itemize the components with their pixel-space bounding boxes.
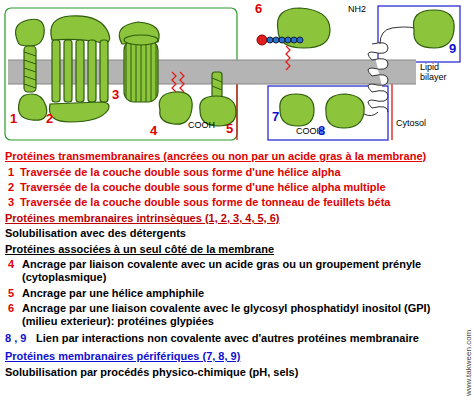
section-heading: Protéines associées à un seul côté de la…: [5, 243, 274, 256]
helix: [368, 43, 388, 112]
item-text: Traversée de la couche double sous forme…: [20, 181, 386, 194]
protein-9: [413, 10, 454, 48]
protein-2: [51, 16, 110, 43]
callout-number: 9: [449, 42, 456, 55]
callout-number: 8: [318, 124, 325, 137]
section-heading: Protéines transmembranaires (ancrées ou …: [5, 150, 426, 163]
item-text: Traversée de la couche double sous forme…: [20, 196, 390, 209]
item-text: Ancrage par une hélice amphiphile: [22, 287, 204, 300]
protein-6: [277, 8, 330, 48]
item-text: Ancrage par liaison covalente avec un ac…: [22, 258, 454, 284]
callout-number: 5: [226, 122, 233, 135]
frame: [268, 86, 388, 140]
region-label: Lipid bilayer: [420, 62, 468, 82]
item-number: 1: [8, 166, 14, 179]
item-text: Traversée de la couche double sous forme…: [20, 166, 341, 179]
section-heading: Protéines membranaires périfériques (7, …: [5, 350, 240, 363]
callout-number: 3: [112, 88, 119, 101]
frame: [378, 6, 460, 62]
protein-7: [280, 94, 314, 126]
callout-number: 6: [255, 2, 262, 15]
item-number: 3: [8, 196, 14, 209]
protein-1: [16, 19, 45, 46]
section-heading: Protéines membranaires intrinsèques (1, …: [5, 212, 280, 225]
region-label: Cytosol: [396, 118, 426, 128]
protein-4: [159, 92, 192, 124]
watermark: www.takween.com: [462, 330, 474, 396]
item-number: 2: [8, 181, 14, 194]
protein-3: [119, 22, 159, 44]
protein-8: [326, 94, 364, 128]
terminal-label: NH2: [348, 4, 366, 14]
item-text: Ancrage par une liaison covalente avec l…: [22, 302, 454, 328]
note-text: Solubilisation avec des détergents: [5, 227, 186, 240]
terminal-label: COOH: [188, 120, 215, 130]
fatty-acid: [286, 46, 290, 70]
fatty-acid: [172, 72, 184, 92]
gpi-head: [257, 35, 267, 45]
callout-number: 1: [10, 112, 17, 125]
callout-number: 4: [150, 124, 157, 137]
item-number: 4: [8, 258, 14, 271]
item-number: 5: [8, 287, 14, 300]
callout-number: 7: [272, 110, 279, 123]
protein-5: [212, 72, 222, 98]
note-text: Solubilisation par procédés physico-chim…: [5, 366, 298, 379]
item-text: Lien par interactions non covalente avec…: [36, 332, 419, 345]
callout-number: 2: [46, 112, 53, 125]
item-number: 8 , 9: [5, 332, 26, 345]
item-number: 6: [8, 302, 14, 315]
